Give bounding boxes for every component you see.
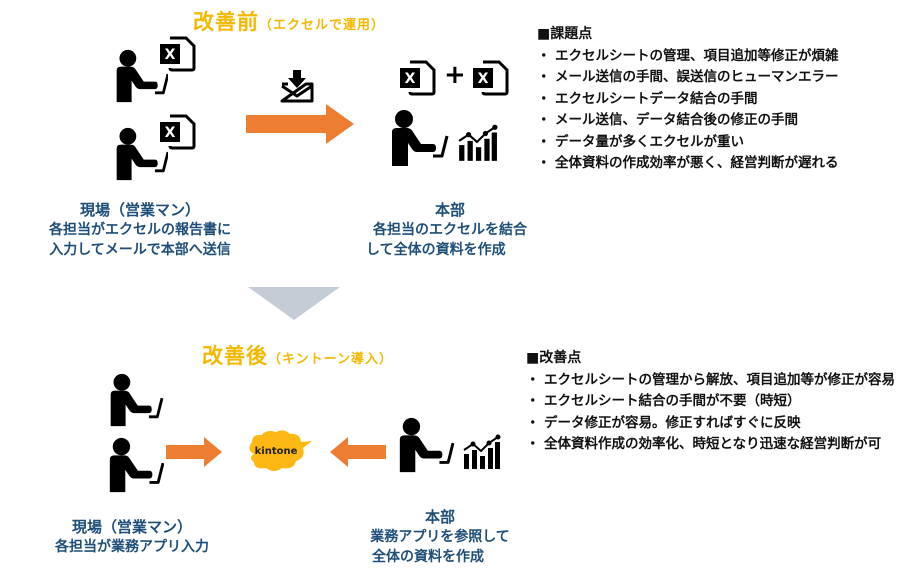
before-worker-1-excel [157, 34, 199, 74]
person-at-laptop-icon [392, 416, 456, 474]
hq-excel-2 [470, 58, 512, 98]
before-hq-label: 本部 各担当のエクセルを結合 して全体の資料を作成 [350, 200, 550, 260]
excel-file-icon [470, 58, 512, 98]
improvement-item: エクセルシート結合の手間が不要（時短） [526, 391, 898, 413]
after-field-label: 現場（営業マン） 各担当が業務アプリ入力 [42, 517, 222, 557]
excel-file-icon [157, 34, 199, 74]
improvement-item: データ修正が容易。修正すればすぐに反映 [526, 413, 898, 435]
plus-sign: + [444, 60, 466, 90]
arrow-right-icon [246, 104, 354, 144]
improvement-item: 全体資料作成の効率化、時短となり迅速な経営判断が可 [526, 434, 898, 456]
improvement-item: エクセルシートの管理から解放、項目追加等が修正が容易 [526, 370, 898, 392]
after-title-sub: （キントーン導入） [268, 352, 393, 367]
before-hq-line: して全体の資料を作成 [366, 242, 506, 258]
excel-file-icon [157, 112, 199, 152]
person-at-laptop-icon [104, 436, 164, 494]
issue-item: 全体資料の作成効率が悪く、経営判断が遅れる [537, 153, 839, 175]
after-field-line: 各担当が業務アプリ入力 [55, 539, 209, 555]
before-hq-chart [456, 124, 498, 162]
after-title: 改善後（キントーン導入） [202, 340, 393, 370]
before-hq-line: 各担当のエクセルを結合 [373, 222, 527, 238]
issues-heading: ■課題点 [537, 26, 593, 42]
kintone-cloud-logo: kintone [249, 430, 312, 471]
after-hq-line: 全体の資料を作成 [372, 549, 484, 565]
after-hq-label: 本部 業務アプリを参照して 全体の資料を作成 [360, 507, 520, 567]
after-hq-line: 業務アプリを参照して [370, 529, 510, 545]
before-field-line: 各担当がエクセルの報告書に [49, 222, 231, 238]
issue-item: メール送信、データ結合後の修正の手間 [537, 110, 839, 132]
excel-file-icon [397, 58, 439, 98]
after-hq-heading: 本部 [424, 508, 455, 526]
chart-icon [461, 434, 501, 470]
issue-item: メール送信の手間、誤送信のヒューマンエラー [537, 67, 839, 89]
before-hq-person [385, 108, 449, 168]
issue-item: データ量が多くエクセルが重い [537, 132, 839, 154]
before-arrow [246, 104, 356, 144]
mail-download-icon-wrap [278, 70, 316, 104]
improvements-panel: ■改善点 エクセルシートの管理から解放、項目追加等が修正が容易 エクセルシート結… [526, 348, 898, 456]
after-field-heading: 現場（営業マン） [71, 518, 192, 536]
after-worker-1 [104, 372, 164, 428]
transition-arrow [248, 287, 340, 321]
issue-item: エクセルシートデータ結合の手間 [537, 89, 839, 111]
after-arrow-left [330, 437, 386, 467]
before-field-line: 入力してメールで本部へ送信 [49, 242, 231, 258]
kintone-logo: kintone [244, 428, 314, 474]
before-title-sub: （エクセルで運用） [259, 18, 386, 33]
before-field-heading: 現場（営業マン） [79, 201, 200, 219]
arrow-down-icon [248, 287, 340, 320]
before-title-main: 改善前 [193, 10, 259, 34]
person-at-laptop-icon [104, 372, 164, 428]
before-worker-2-excel [157, 112, 199, 152]
before-field-label: 現場（営業マン） 各担当がエクセルの報告書に 入力してメールで本部へ送信 [40, 200, 240, 260]
after-hq-chart [461, 434, 501, 470]
issue-item: エクセルシートの管理、項目追加等修正が煩雑 [537, 46, 839, 68]
arrow-left-icon [330, 437, 386, 467]
after-title-main: 改善後 [202, 344, 268, 368]
mail-download-icon [280, 70, 314, 103]
chart-icon [456, 124, 498, 162]
before-title: 改善前（エクセルで運用） [193, 6, 385, 36]
after-arrow-right [166, 437, 222, 467]
issues-panel: ■課題点 エクセルシートの管理、項目追加等修正が煩雑 メール送信の手間、誤送信の… [537, 24, 839, 175]
improvements-heading: ■改善点 [526, 350, 582, 366]
after-hq-person [392, 416, 456, 474]
kintone-text: kintone [255, 446, 298, 457]
before-hq-heading: 本部 [434, 201, 465, 219]
hq-excel-1 [397, 58, 439, 98]
arrow-right-icon [166, 437, 222, 467]
person-at-laptop-icon [385, 108, 449, 168]
after-worker-2 [104, 436, 164, 494]
